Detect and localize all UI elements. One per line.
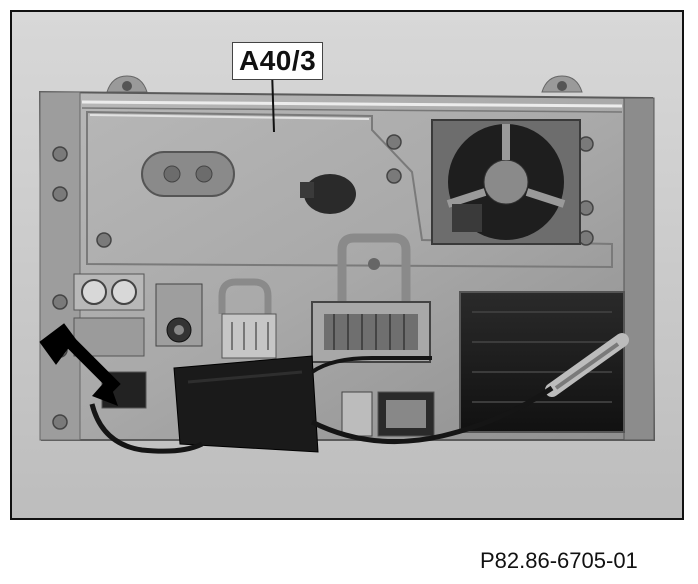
figure-id: P82.86-6705-01 [480, 548, 638, 573]
photo-frame: A40/3 [10, 10, 684, 520]
component-photo [12, 12, 682, 518]
component-label: A40/3 [232, 42, 324, 80]
